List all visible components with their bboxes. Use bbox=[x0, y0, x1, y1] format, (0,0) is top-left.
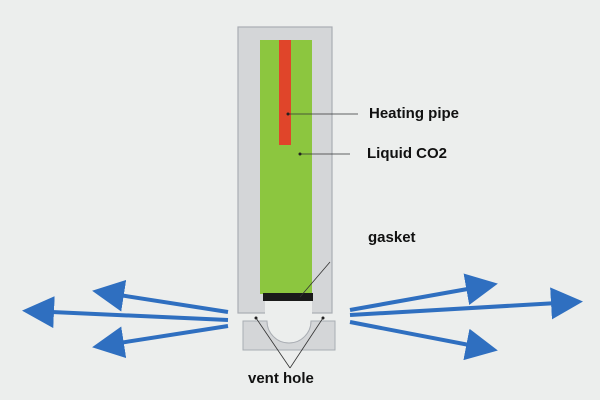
heating-pipe bbox=[279, 40, 291, 145]
leader-dots bbox=[254, 112, 325, 320]
vent-hole-label: vent hole bbox=[248, 370, 314, 387]
arrow-right-lower bbox=[349, 320, 498, 361]
tube-bottom-gap bbox=[265, 300, 312, 314]
arrow-left-middle bbox=[22, 296, 229, 329]
arrow-right-middle bbox=[349, 287, 583, 320]
gasket bbox=[263, 293, 313, 301]
arrow-left-upper bbox=[92, 279, 229, 314]
bottom-cap bbox=[242, 320, 336, 351]
heating-pipe-label: Heating pipe bbox=[369, 105, 460, 122]
arrow-left-lower bbox=[92, 324, 229, 359]
gasket-label: gasket bbox=[368, 229, 416, 246]
arrow-right-upper bbox=[349, 273, 498, 312]
leader-lines bbox=[255, 113, 358, 369]
gas-flow-arrows bbox=[22, 273, 583, 361]
liquid-co2-label: Liquid CO2 bbox=[367, 145, 447, 162]
